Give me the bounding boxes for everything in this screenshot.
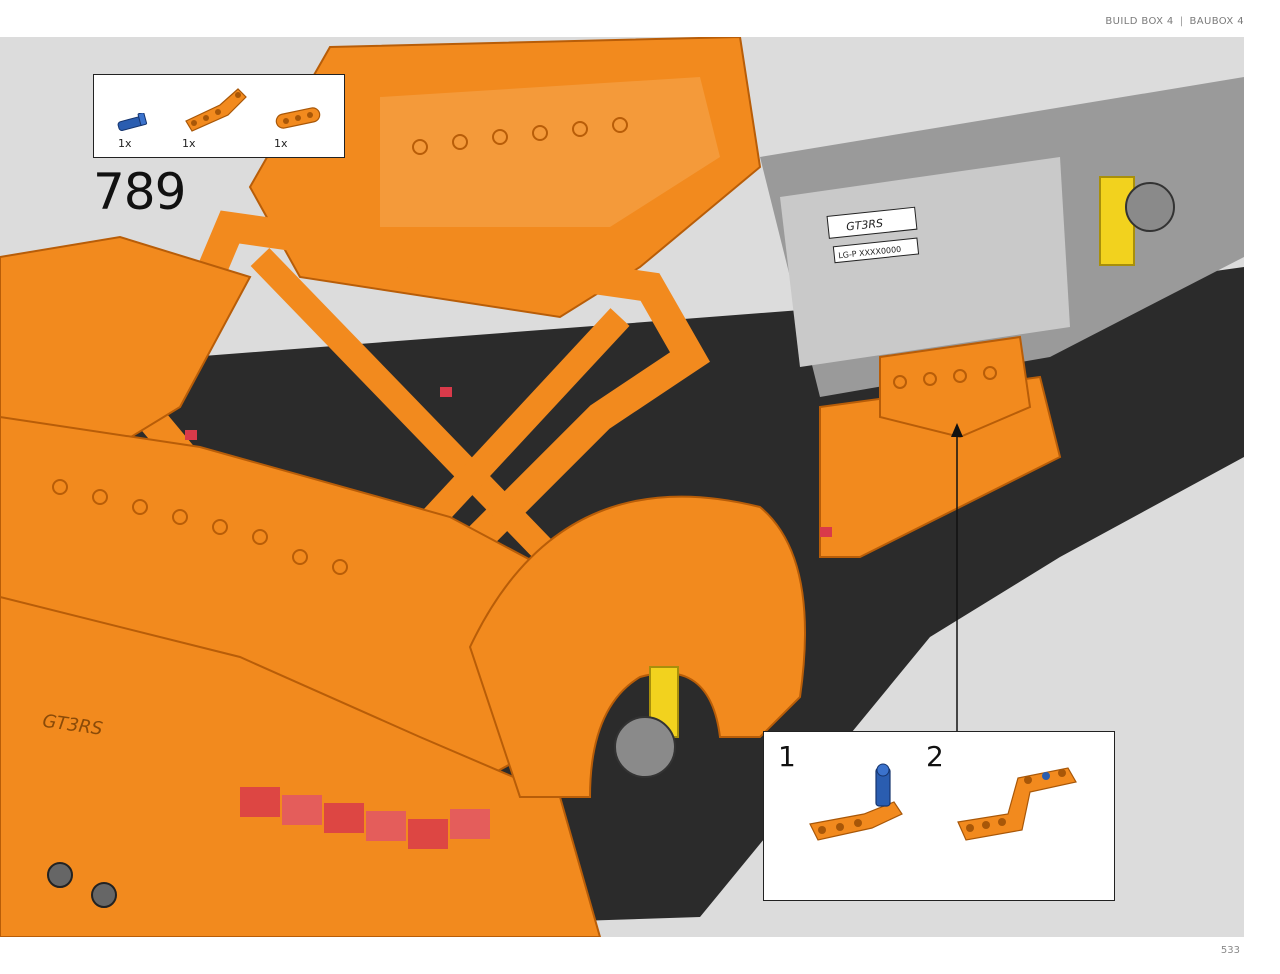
header-build-box: BUILD BOX 4 [1105,16,1174,27]
engine-plate [832,237,920,264]
part-quantity: 1x [182,137,196,150]
cage-cross-beam [250,247,570,577]
engine-block [780,157,1070,367]
beam-holes [52,117,997,575]
wheel-hub [614,716,676,778]
rear-wheel-arch [468,495,806,798]
porsche-gt3-rs-model-icon: GT3RS LG-P XXXX0000 [0,37,1244,937]
roof-highlight [380,77,720,227]
tail-lights [240,787,490,849]
red-connector [440,387,452,397]
sub-step-2-number: 2 [926,740,944,773]
exhaust-pipe-right [91,882,117,908]
engine-badge-text: GT3RS [846,217,884,234]
step-number: 789 [93,163,186,221]
model-illustration: GT3RS LG-P XXXX0000 [0,37,1244,937]
part-quantity: 1x [274,137,288,150]
sub-step-1-number: 1 [778,740,796,773]
part-quantity: 1x [118,137,132,150]
page-number: 533 [1220,945,1240,956]
rear-wheel-hub [1125,182,1175,232]
header-baubox: BAUBOX 4 [1189,16,1244,27]
header-separator: | [1179,16,1184,27]
red-connector [185,430,197,440]
beam-with-pin-icon [809,763,903,841]
sub-assembly-callout: 1 2 [763,731,1115,901]
yellow-shock-rear [1099,176,1135,266]
red-connector [820,527,832,537]
exhaust-pipe-left [47,862,73,888]
parts-callout: 1x 1x 1x [93,74,345,158]
orange-straight-beam-icon [275,107,321,129]
blue-axle-pin-icon [117,113,148,132]
engine-badge [826,206,918,239]
callout-arrow-icon [951,423,963,437]
page-header: BUILD BOX 4 | BAUBOX 4 [1105,16,1244,27]
assembled-angled-beam-icon [957,767,1077,841]
new-beam-installed [879,335,1032,439]
orange-angled-beam-icon [185,88,247,132]
